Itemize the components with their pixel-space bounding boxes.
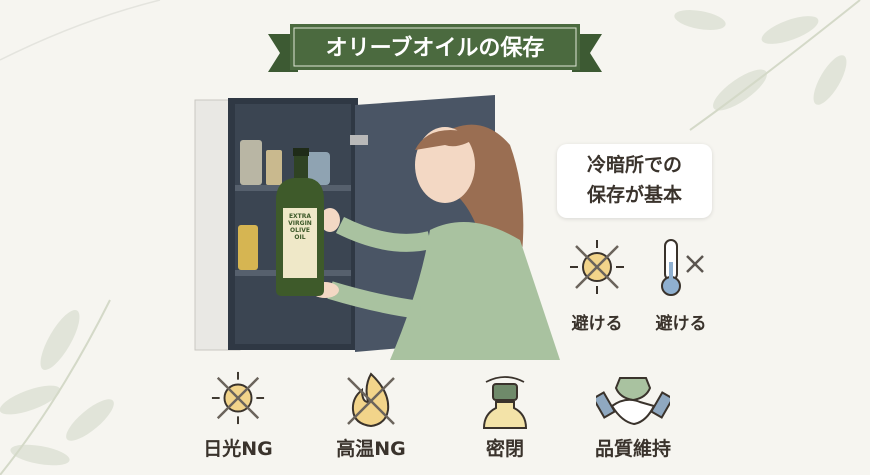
tip-bubble: 冷暗所での 保存が基本	[557, 144, 712, 218]
avoid-heat-label: 避ける	[655, 314, 707, 334]
title-banner	[268, 24, 602, 72]
bottle-label-line: EXTRA	[288, 213, 312, 220]
bottle-label-line: VIRGIN	[288, 220, 312, 227]
avoid-sunlight-label: 避ける	[571, 314, 623, 334]
bottle-label-line: OIL	[294, 234, 306, 241]
bottle-label-line: OLIVE	[290, 227, 310, 234]
sun-crossed-icon	[570, 240, 624, 294]
sun-crossed-icon	[211, 371, 265, 425]
tip-line-2: 保存が基本	[586, 184, 682, 206]
thermometer-crossed-icon	[661, 239, 704, 296]
page-title: オリーブオイルの保存	[325, 36, 545, 61]
sealed-label: 密閉	[485, 438, 524, 460]
tip-line-1: 冷暗所での	[586, 154, 682, 176]
bottle-label: EXTRA VIRGIN OLIVE OIL	[283, 213, 317, 241]
flame-crossed-icon	[347, 372, 395, 428]
quality-keep-label: 品質維持	[594, 438, 671, 460]
no-sunlight-label: 日光NG	[203, 438, 273, 460]
no-heat-label: 高温NG	[336, 438, 406, 460]
cabinet-illustration	[194, 95, 560, 360]
handshake-shield-icon	[596, 377, 670, 426]
sealed-bottle-icon	[482, 376, 528, 429]
